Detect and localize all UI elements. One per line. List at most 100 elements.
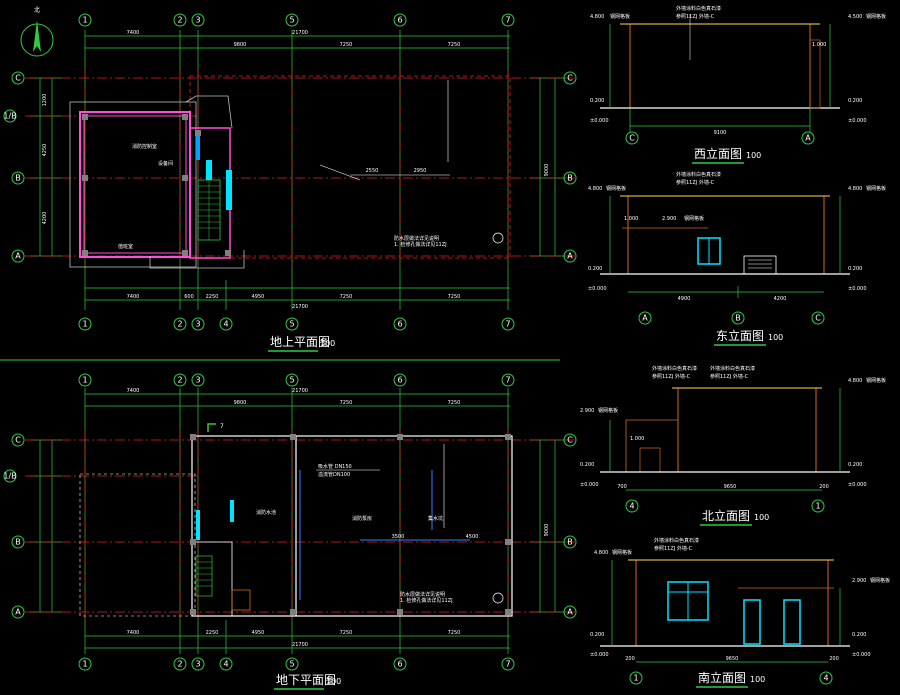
- level-label: 4.800: [588, 186, 602, 192]
- axis-label: 3: [195, 660, 200, 669]
- dim-label: 7250: [340, 630, 353, 636]
- basement-plan: 7400 21700 9800 7250 7250 7400 2250 4950…: [3, 373, 577, 690]
- axis-bubbles-right: C B A: [563, 71, 577, 263]
- parapet-note: 钢网格板: [866, 377, 886, 384]
- dim-side-label: 9000: [544, 164, 550, 177]
- dim-label: 7250: [340, 42, 353, 48]
- dim-label: 7400: [127, 294, 140, 300]
- finish-note: 外墙涂料白色真石漆: [710, 365, 755, 372]
- axis-label: A: [567, 252, 573, 261]
- axis-label: 1/B: [3, 112, 16, 121]
- dim-label: 7250: [340, 400, 353, 406]
- parapet-note: 钢网格板: [866, 185, 886, 192]
- dim-label: 200: [819, 484, 829, 490]
- dim-label: 200: [625, 656, 635, 662]
- axis-label: 1: [633, 674, 638, 683]
- level-label: ±0.000: [848, 118, 867, 124]
- parapet-note: 钢网格板: [606, 185, 626, 192]
- level-label: ±0.000: [588, 286, 607, 292]
- level-label: 1.000: [812, 42, 826, 48]
- axis-label: 5: [289, 320, 294, 329]
- finish-note: 参照11ZJ 外墙-C: [710, 373, 749, 380]
- dim-label: 7250: [448, 630, 461, 636]
- scale-label: 100: [768, 333, 783, 342]
- dim-label: 3500: [392, 534, 405, 540]
- level-label: ±0.000: [580, 482, 599, 488]
- axis-bubbles-bottom: 1 2 3 4 5 6 7: [78, 317, 515, 331]
- axis-label: 6: [397, 320, 402, 329]
- axis-label: B: [735, 314, 741, 323]
- scale-label: 100: [320, 339, 335, 348]
- axis-label: 4: [629, 502, 634, 511]
- dim-label: 4950: [252, 630, 265, 636]
- finish-note: 参照11ZJ 外墙-C: [654, 545, 693, 552]
- finish-note: 外墙涂料白色真石漆: [676, 5, 721, 12]
- room-label: 消防控制室: [132, 143, 157, 150]
- axis-label: B: [15, 538, 21, 547]
- title-label: 南立面图: [698, 670, 746, 685]
- axis-bubbles-top: 1 2 3 5 6 7: [78, 373, 515, 387]
- axis-label: B: [567, 538, 573, 547]
- axis-label: C: [629, 134, 635, 143]
- west-elevation: 4.800 4.500 外墙涂料白色真石漆 参照11ZJ 外墙-C 钢网格板 钢…: [590, 5, 886, 164]
- parapet-note: 钢网格板: [612, 549, 632, 556]
- dim-label: 2950: [414, 168, 427, 174]
- level-label: 0.200: [590, 98, 604, 104]
- room-label: 值班室: [118, 243, 133, 250]
- room-label: 消防泵房: [352, 515, 372, 522]
- room-label: 消防水池: [256, 509, 276, 516]
- south-elevation: 4.800 钢网格板 外墙涂料白色真石漆 参照11ZJ 外墙-C 2.900 钢…: [590, 537, 890, 688]
- dim-side-label: 1200: [42, 94, 48, 107]
- dim-label: 9800: [234, 400, 247, 406]
- ground-floor-plan: 7400 9800 7250 7250 21700 7400 600 2250 …: [3, 13, 577, 352]
- level-label: 0.200: [588, 266, 602, 272]
- north-arrow-label: 北: [34, 6, 40, 14]
- axis-label: 4: [223, 320, 228, 329]
- title-label: 西立面图: [694, 146, 742, 161]
- finish-note: 外墙涂料白色真石漆: [654, 537, 699, 544]
- level-label: 1.000: [630, 436, 644, 442]
- pipe-note: 吸水管 DN150: [318, 463, 352, 470]
- basement-plan-title: 地下平面图 100: [274, 673, 341, 690]
- dim-side-label: 4200: [42, 212, 48, 225]
- level-label: 4.800: [848, 186, 862, 192]
- axis-label: 1: [82, 376, 87, 385]
- scale-label: 100: [754, 513, 769, 522]
- dim-label: 9800: [234, 42, 247, 48]
- finish-note: 参照11ZJ 外墙-C: [676, 13, 715, 20]
- dim-label: 7250: [448, 400, 461, 406]
- level-label: 2.900: [580, 408, 594, 414]
- title-label: 地上平面图: [270, 335, 330, 349]
- axis-bubbles-top: 1 2 3 5 6 7: [78, 13, 515, 27]
- dim-label: 7400: [127, 388, 140, 394]
- axis-label: 7: [505, 376, 510, 385]
- scale-label: 100: [746, 151, 761, 160]
- axis-label: 2: [177, 320, 182, 329]
- level-label: ±0.000: [848, 482, 867, 488]
- ground-plan-title: 地上平面图 100: [268, 335, 335, 352]
- title-label: 北立面图: [702, 508, 750, 523]
- east-elevation: 4.800 4.800 钢网格板 钢网格板 外墙涂料白色真石漆 参照11ZJ 外…: [588, 171, 886, 346]
- dim-total-label: 21700: [292, 642, 308, 648]
- dim-total-label: 21700: [292, 304, 308, 310]
- scale-label: 100: [326, 677, 341, 686]
- axis-label: 1: [815, 502, 820, 511]
- level-label: 4.800: [590, 14, 604, 20]
- room-label: 集水坑: [428, 515, 443, 522]
- dim-side-label: 9000: [544, 524, 550, 537]
- axis-label: C: [15, 74, 21, 83]
- parapet-note: 钢网格板: [610, 13, 630, 20]
- dim-label: 600: [184, 294, 194, 300]
- dim-side-label: 4250: [42, 144, 48, 157]
- finish-note: 参照11ZJ 外墙-C: [652, 373, 691, 380]
- axis-label: C: [815, 314, 821, 323]
- plan-note: 防水层做法详见说明: [400, 591, 445, 598]
- dim-label: 4200: [774, 296, 787, 302]
- level-label: 0.200: [852, 632, 866, 638]
- axis-label: 7: [505, 320, 510, 329]
- level-label: ±0.000: [590, 118, 609, 124]
- axis-label: 6: [397, 660, 402, 669]
- dim-label: 4950: [252, 294, 265, 300]
- south-elevation-title: 南立面图 100: [696, 670, 765, 688]
- axis-bubbles-left: C 1/B B A: [3, 433, 25, 619]
